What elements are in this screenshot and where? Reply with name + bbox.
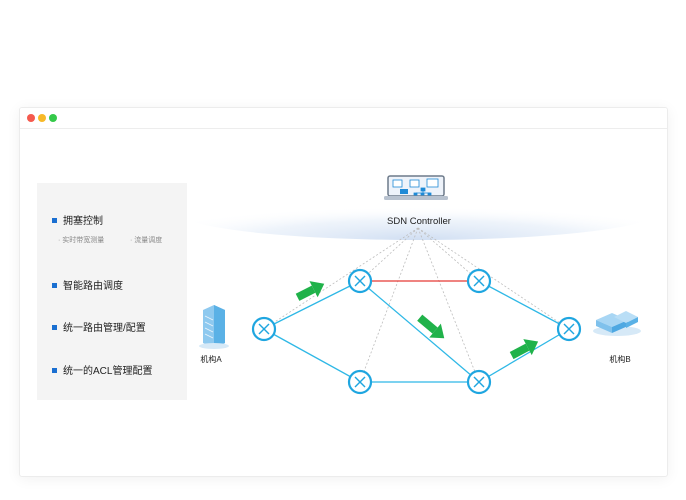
- org-b-label: 机构B: [609, 354, 630, 364]
- controller-label: SDN Controller: [387, 216, 451, 227]
- flow-arrow-1: [295, 281, 325, 301]
- campus-building-icon: [593, 311, 641, 336]
- flow-arrow-2: [417, 314, 445, 339]
- maximize-window-dot[interactable]: [49, 114, 57, 122]
- org-a-label: 机构A: [200, 354, 222, 364]
- routers: [251, 268, 582, 395]
- flow-arrows: [295, 281, 539, 360]
- router-icon: [466, 268, 492, 294]
- router-icon: [347, 268, 373, 294]
- feature-item-congestion-control: 拥塞控制: [52, 212, 103, 227]
- window-titlebar: [20, 108, 667, 129]
- feature-item-route-management: 统一路由管理/配置: [52, 319, 146, 334]
- browser-window: 拥塞控制 · 实时带宽测量 · 流量调度 智能路由调度 统一路由管理/配置 统一…: [19, 107, 668, 477]
- flow-arrow-3: [509, 339, 539, 360]
- feature-item-acl-management: 统一的ACL管理配置: [52, 362, 152, 377]
- close-window-dot[interactable]: [27, 114, 35, 122]
- feature-label: 拥塞控制: [63, 216, 103, 227]
- feature-panel: 拥塞控制 · 实时带宽测量 · 流量调度 智能路由调度 统一路由管理/配置 统一…: [37, 183, 187, 400]
- control-lines: [263, 227, 570, 383]
- controller-halo: [178, 184, 658, 240]
- feature-item-smart-routing: 智能路由调度: [52, 277, 123, 292]
- minimize-window-dot[interactable]: [38, 114, 46, 122]
- laptop-icon: [384, 175, 448, 200]
- router-icon: [466, 369, 492, 395]
- bullet-icon: [52, 368, 57, 373]
- feature-label: 统一路由管理/配置: [63, 323, 146, 334]
- router-icon: [347, 369, 373, 395]
- feature-label: 智能路由调度: [63, 281, 123, 292]
- bullet-icon: [52, 218, 57, 223]
- feature-label: 统一的ACL管理配置: [63, 366, 153, 377]
- network-links: [263, 280, 570, 383]
- feature-subitem-bandwidth: · 实时带宽测量: [58, 237, 105, 244]
- feature-subitem-traffic: · 流量调度: [130, 237, 163, 244]
- bullet-icon: [52, 325, 57, 330]
- router-icon: [251, 316, 277, 342]
- bullet-icon: [52, 283, 57, 288]
- router-icon: [556, 316, 582, 342]
- office-building-icon: [199, 305, 229, 349]
